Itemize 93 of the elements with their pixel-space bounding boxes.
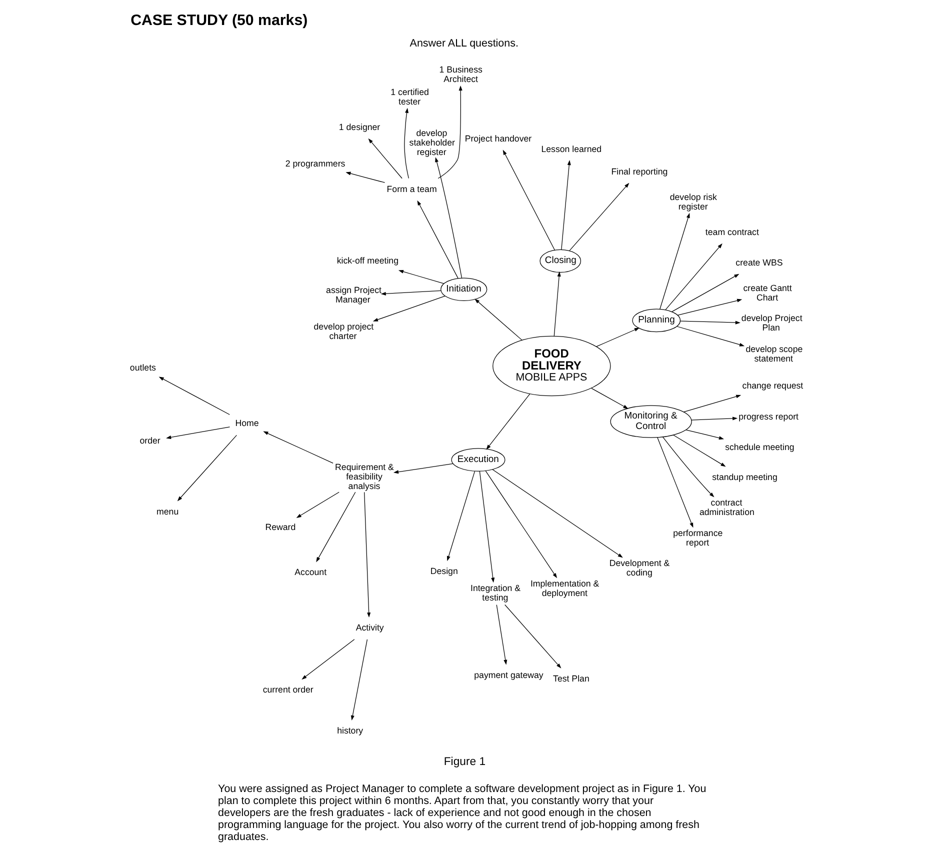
node-text: menu (156, 506, 178, 516)
node-text: Integration & testing (470, 582, 520, 602)
node-ellipse: Initiation (440, 278, 487, 302)
arrow (676, 298, 742, 316)
arrow (301, 639, 354, 680)
caption: Figure 1 (443, 756, 486, 768)
node-text: develop scope statement (745, 344, 802, 364)
arrow (474, 298, 522, 340)
arrow (434, 157, 462, 278)
node-text: Lesson learned (540, 144, 602, 154)
arrow (380, 290, 441, 296)
node-text: 1 certified tester (390, 86, 428, 106)
arrow (158, 376, 230, 415)
arrow (656, 437, 693, 528)
arrow (590, 388, 628, 409)
node-text: order (139, 435, 160, 446)
arrow (404, 108, 408, 179)
label: You were assigned as Project Manager to complete a software development project as in Figure 1. You plan to complete this project within 6 months. Apart from that, you constantly worry that your developers are the fresh graduates - lack of experience and not good enough in the chosen programming language for the project. You also worry of the current trend of job-hopping among fresh graduates. (218, 783, 706, 844)
node-text: Home (234, 418, 258, 428)
node-text: Requirement & feasibility analysis (334, 462, 394, 491)
arrow (679, 320, 740, 324)
arrow (345, 172, 385, 183)
arrow (596, 328, 640, 347)
node-text: contract administration (698, 498, 754, 518)
arrow (671, 274, 739, 312)
arrow (484, 470, 557, 578)
node-text: Final reporting (610, 166, 668, 176)
node-text: team contract (704, 226, 758, 237)
node-text: Activity (355, 622, 384, 632)
node-text: create Gantt Chart (742, 282, 792, 302)
node-text: develop Project Plan (740, 313, 802, 333)
arrow (398, 270, 444, 284)
arrow (676, 326, 744, 346)
node-text: schedule meeting (724, 442, 794, 452)
node-text: outlets (129, 362, 156, 372)
node-text: 2 programmers (284, 158, 345, 168)
node-text: develop project charter (313, 322, 374, 341)
arrow (553, 271, 560, 336)
node-text: Test Plan (552, 673, 589, 684)
node-text: Reward (264, 522, 296, 532)
arrow (662, 436, 714, 498)
node-ellipse: Closing (539, 249, 581, 273)
label: Answer ALL questions. (409, 37, 518, 50)
node-text: history (336, 725, 363, 736)
node-text: 1 designer (338, 122, 380, 132)
node-text: Development & coding (608, 558, 670, 578)
arrow (437, 86, 462, 179)
arrow (316, 492, 356, 562)
arrow (350, 639, 368, 720)
arrow (568, 182, 629, 252)
arrow (368, 138, 402, 179)
arrow (486, 394, 530, 450)
node-text: Account (294, 567, 326, 578)
arrow (690, 416, 738, 420)
node-text: 1 Business Architect (438, 64, 482, 84)
arrow (496, 604, 507, 665)
node-text: payment gateway (474, 670, 543, 680)
arrow (262, 431, 333, 464)
node-text: Implementation & deployment (530, 578, 599, 598)
arrow (560, 160, 570, 250)
node-text: develop risk register (669, 192, 716, 212)
node-text: create WBS (735, 257, 782, 268)
arrow (664, 243, 722, 310)
node-text: standup meeting (712, 472, 777, 482)
arrow (659, 212, 690, 310)
node-text: progress report (738, 411, 798, 422)
node-text: kick-off meeting (336, 255, 398, 266)
node-text: current order (262, 684, 313, 695)
arrow (492, 469, 622, 558)
node-text: develop stakeholder register (408, 128, 454, 157)
node-text: Project handover (464, 134, 532, 144)
arrow (296, 492, 339, 518)
arrow (416, 200, 458, 279)
arrow (504, 604, 561, 668)
arrow (392, 463, 453, 474)
node-text: Form a team (386, 184, 436, 194)
arrow (502, 150, 554, 250)
node-ellipse: FOOD DELIVERY MOBILE APPS (492, 336, 610, 396)
node-text: performance report (672, 528, 722, 548)
arrow (446, 470, 475, 562)
arrow (672, 434, 726, 467)
arrow (685, 430, 724, 440)
node-ellipse: Execution (450, 448, 505, 472)
node-text: change request (742, 380, 803, 390)
arrow (682, 394, 741, 412)
arrow (478, 470, 494, 583)
arrow (372, 296, 445, 322)
arrow (176, 434, 236, 502)
diagram-title: CASE STUDY (50 marks) (130, 12, 308, 29)
arrow (364, 492, 370, 618)
node-text: assign Project Manager (326, 285, 382, 305)
node-text: Design (430, 566, 458, 576)
arrow (166, 426, 230, 440)
